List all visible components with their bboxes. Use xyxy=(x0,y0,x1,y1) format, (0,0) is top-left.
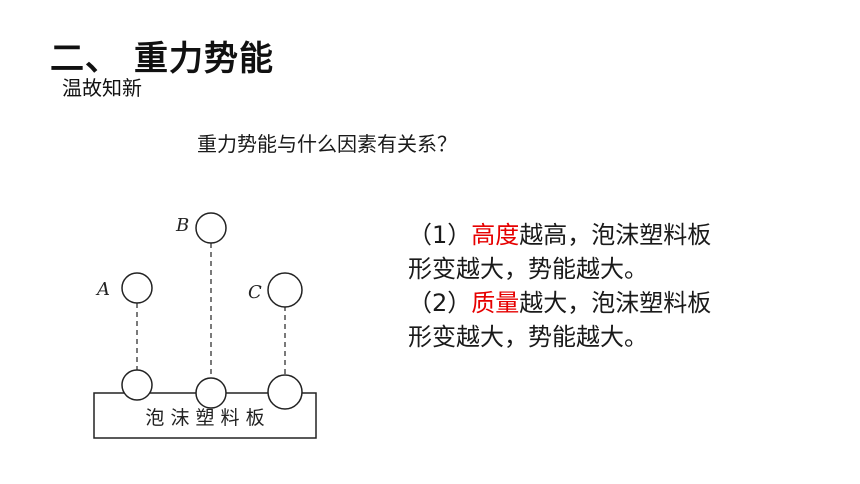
answer-block: （1）高度越高，泡沫塑料板 形变越大，势能越大。 （2）质量越大，泡沫塑料板 形… xyxy=(408,218,788,354)
question-text: 重力势能与什么因素有关系？ xyxy=(197,132,457,156)
ball-b-top xyxy=(195,212,227,244)
answer-1-line-1: （1）高度越高，泡沫塑料板 xyxy=(408,218,788,252)
ball-b-bottom xyxy=(195,377,227,409)
label-a: A xyxy=(95,279,110,300)
answer-2-highlight: 质量 xyxy=(471,289,520,317)
ball-c-top xyxy=(267,272,303,308)
subtitle: 温故知新 xyxy=(62,76,142,100)
answer-1-prefix: （1） xyxy=(408,221,472,249)
ball-c-bottom xyxy=(267,374,303,410)
answer-2-prefix: （2） xyxy=(408,289,472,317)
foam-board-label: 泡 沫 塑 料 板 xyxy=(145,407,264,429)
ball-a-bottom xyxy=(121,369,153,401)
answer-1-text: 越高，泡沫塑料板 xyxy=(519,221,712,249)
answer-2-line-1: （2）质量越大，泡沫塑料板 xyxy=(408,286,788,320)
section-number: 二、 xyxy=(50,39,120,79)
section-heading: 二、重力势能 xyxy=(50,42,274,76)
foam-board-diagram: 泡 沫 塑 料 板 A B C xyxy=(93,212,317,439)
ball-a-top xyxy=(121,272,153,304)
label-c: C xyxy=(248,282,262,303)
answer-1-line-2: 形变越大，势能越大。 xyxy=(408,255,648,283)
section-title: 重力势能 xyxy=(134,39,274,79)
answer-1-highlight: 高度 xyxy=(471,221,520,249)
label-b: B xyxy=(175,215,189,236)
answer-2-text: 越大，泡沫塑料板 xyxy=(519,289,712,317)
answer-2-line-2: 形变越大，势能越大。 xyxy=(408,323,648,351)
